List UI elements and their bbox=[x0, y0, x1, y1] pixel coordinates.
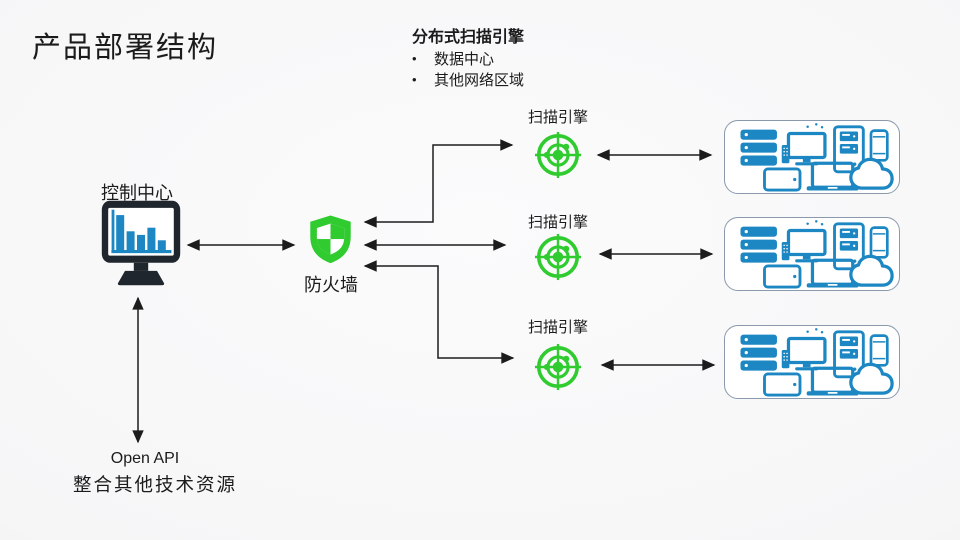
distributed-engines-note: 分布式扫描引擎 • 数据中心 • 其他网络区域 bbox=[412, 28, 642, 91]
device-group-box-2 bbox=[724, 217, 900, 291]
control-center-label: 控制中心 bbox=[101, 183, 173, 203]
scan-engine-3-label: 扫描引擎 bbox=[527, 319, 588, 336]
note-bullet-1: • 数据中心 bbox=[412, 51, 642, 70]
device-cluster-icon bbox=[725, 121, 898, 192]
note-bullet-2: • 其他网络区域 bbox=[412, 72, 642, 91]
arrow-firewall-engine-1 bbox=[363, 139, 514, 228]
arrow-firewall-engine-3 bbox=[363, 260, 515, 364]
open-api-description: 整合其他技术资源 bbox=[72, 474, 237, 495]
device-cluster-icon bbox=[725, 326, 898, 397]
radar-target-icon bbox=[534, 343, 582, 391]
bullet-dot: • bbox=[412, 51, 417, 66]
bullet-text: 数据中心 bbox=[434, 51, 495, 68]
device-group-box-3 bbox=[724, 325, 900, 399]
device-group-box-1 bbox=[724, 120, 900, 194]
scan-engine-1-label: 扫描引擎 bbox=[527, 109, 588, 126]
slide-title: 产品部署结构 bbox=[32, 32, 219, 64]
bullet-text: 其他网络区域 bbox=[434, 71, 525, 89]
monitor-bar-chart-icon bbox=[101, 198, 181, 288]
radar-target-icon bbox=[534, 131, 582, 179]
scan-engine-2-label: 扫描引擎 bbox=[527, 214, 588, 231]
radar-target-icon bbox=[534, 233, 582, 281]
open-api-label: Open API bbox=[110, 450, 180, 467]
note-heading: 分布式扫描引擎 bbox=[412, 29, 525, 46]
device-cluster-icon bbox=[725, 218, 898, 289]
bullet-dot: • bbox=[412, 71, 417, 87]
firewall-shield-icon bbox=[307, 214, 354, 267]
firewall-label: 防火墙 bbox=[304, 275, 358, 295]
